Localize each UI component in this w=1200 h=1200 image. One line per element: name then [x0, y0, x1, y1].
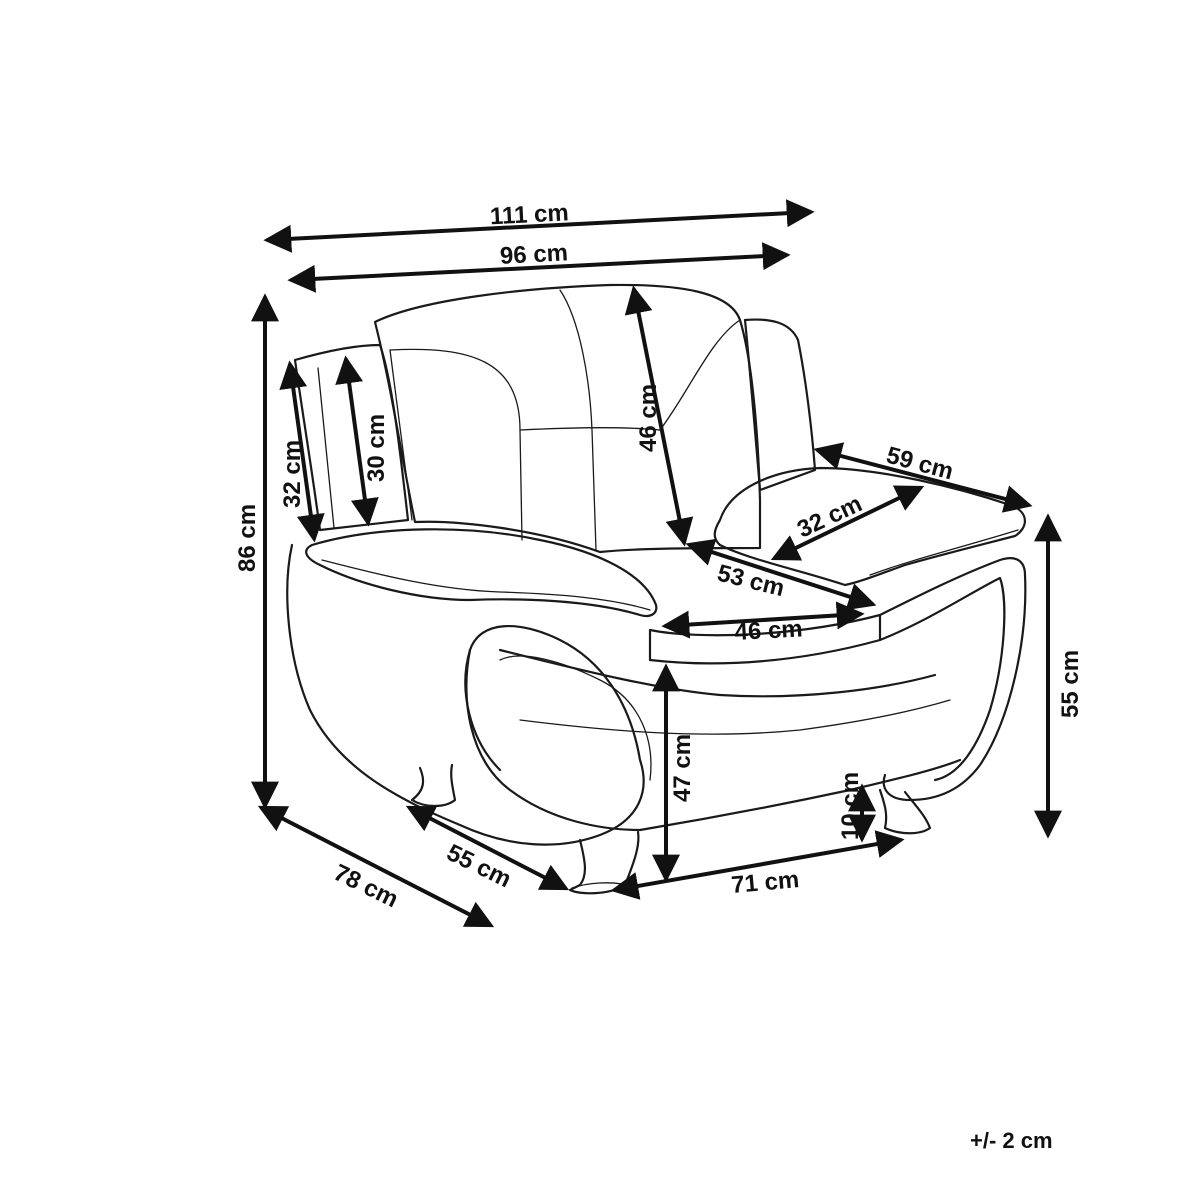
dim-backrest-height-line	[624, 285, 694, 547]
label-leg-width: 71 cm	[730, 866, 800, 899]
dim-total-width-line	[263, 199, 815, 253]
label-seat-width: 46 cm	[734, 615, 803, 646]
label-leg-depth: 55 cm	[442, 839, 515, 893]
label-arm-outer-height: 32 cm	[279, 440, 306, 508]
label-arm-inner-height: 30 cm	[363, 414, 390, 482]
label-armrest-width: 32 cm	[793, 490, 866, 543]
dim-arm-inner-height-line	[335, 355, 379, 527]
label-total-width: 111 cm	[489, 199, 569, 230]
back-cushion	[373, 283, 762, 554]
armchair-outline	[286, 283, 1027, 895]
dim-total-depth-line	[257, 805, 495, 928]
dim-arm-outer-height-line	[279, 360, 325, 543]
label-backrest-height: 46 cm	[635, 384, 662, 452]
dim-leg-width-line	[610, 830, 905, 900]
right-arm-back	[743, 318, 817, 492]
left-arm-back	[293, 343, 410, 532]
dim-inner-width-line	[287, 242, 791, 293]
dim-armrest-length-line	[813, 442, 1033, 513]
tolerance-note: +/- 2 cm	[970, 1128, 1053, 1153]
dim-leg-depth-line	[405, 805, 570, 891]
dimension-lines	[251, 199, 1062, 928]
back-left-leg	[410, 763, 457, 808]
label-leg-height: 10 cm	[837, 772, 864, 840]
front-panel	[498, 648, 937, 698]
label-total-depth: 78 cm	[329, 859, 402, 913]
front-left-leg	[568, 830, 640, 895]
label-armrest-length: 59 cm	[883, 442, 956, 486]
dim-seat-width-line	[661, 601, 865, 639]
label-total-height: 86 cm	[234, 504, 261, 572]
label-seat-height: 47 cm	[669, 734, 696, 802]
label-inner-width: 96 cm	[499, 239, 568, 270]
dimension-labels: 111 cm 96 cm 86 cm 32 cm 30 cm 46 cm 59 …	[234, 199, 1084, 1153]
left-arm-body	[286, 543, 645, 846]
label-arm-height: 55 cm	[1057, 650, 1084, 718]
dim-seat-depth-line	[685, 538, 877, 611]
left-arm-pad	[305, 528, 658, 618]
front-right-leg	[878, 788, 932, 835]
